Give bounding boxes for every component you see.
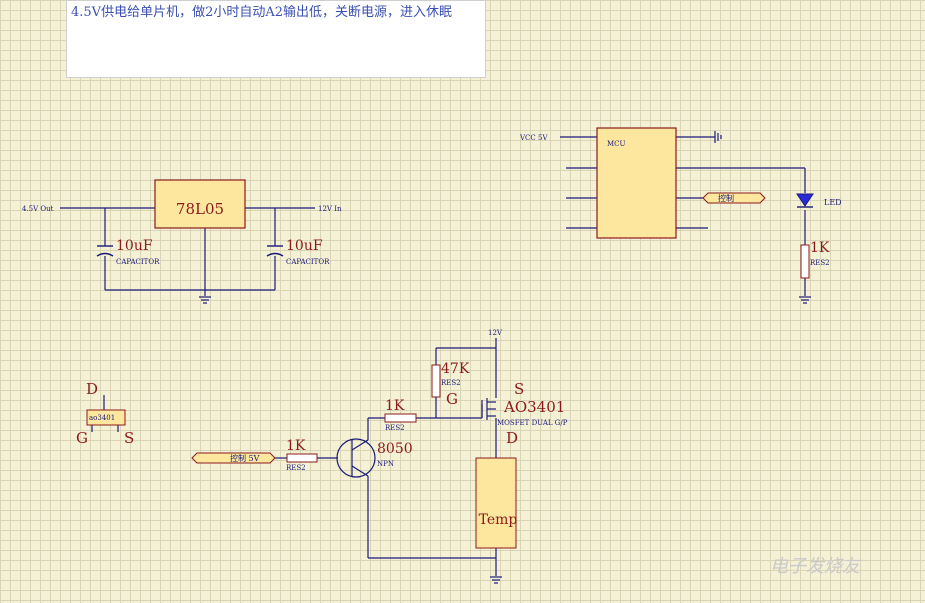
led-r-value: 1K (810, 240, 830, 256)
input-port-label: 控制 5V (230, 453, 260, 463)
mcu-name: MCU (607, 140, 626, 148)
ao3401-g: G (76, 429, 88, 447)
base-r-type: RES2 (385, 424, 405, 432)
input-port (191, 452, 276, 464)
npn-transistor (336, 438, 376, 478)
regulator-body (154, 179, 246, 229)
cap2-type: CAPACITOR (286, 258, 330, 266)
watermark: 电子发烧友 (770, 556, 860, 577)
led-label: LED (824, 198, 842, 207)
base-r-value: 1K (385, 398, 405, 414)
cap1-value: 10uF (116, 238, 153, 254)
description-note: 4.5V供电给单片机，做2小时自动A2输出低，关断电源，进入休眠 (66, 0, 486, 78)
npn-type: NPN (377, 460, 394, 468)
mosfet-icon (481, 398, 496, 420)
supply-label: 12V (488, 329, 503, 337)
pullup-r-value: 47K (441, 361, 470, 377)
npn-part: 8050 (377, 441, 413, 457)
regulator-part: 78L05 (176, 200, 224, 218)
mosfet-part: AO3401 (503, 398, 565, 416)
base-resistor (384, 413, 417, 423)
input-r-type: RES2 (286, 464, 306, 472)
mcu-port (702, 192, 766, 204)
ao3401-s: S (124, 429, 134, 447)
mosfet-d: D (506, 429, 518, 447)
mosfet-g: G (446, 390, 458, 408)
temp-load (475, 457, 517, 549)
ao3401-symbol (86, 409, 126, 426)
mcu-port-label: 控制 (718, 193, 734, 203)
out-label: 4.5V Out (22, 205, 54, 213)
mosfet-desc: MOSFET DUAL G/P (497, 419, 568, 427)
temp-label: Temp (479, 512, 518, 528)
ground-symbols (199, 131, 811, 584)
led-resistor (800, 244, 810, 279)
input-r-value: 1K (286, 438, 306, 454)
mcu-vcc: VCC 5V (519, 134, 548, 142)
input-resistor (286, 453, 318, 463)
pullup-resistor (431, 364, 441, 398)
mcu-body (596, 127, 677, 239)
led-r-type: RES2 (810, 259, 830, 267)
mosfet-s: S (514, 380, 524, 398)
cap1-type: CAPACITOR (116, 258, 160, 266)
ao3401-d: D (86, 380, 98, 398)
led-icon (796, 193, 814, 207)
in-label: 12V In (318, 205, 342, 213)
pullup-r-type: RES2 (441, 379, 461, 387)
ao3401-symbol-label: ao3401 (89, 414, 115, 422)
cap2-value: 10uF (286, 238, 323, 254)
